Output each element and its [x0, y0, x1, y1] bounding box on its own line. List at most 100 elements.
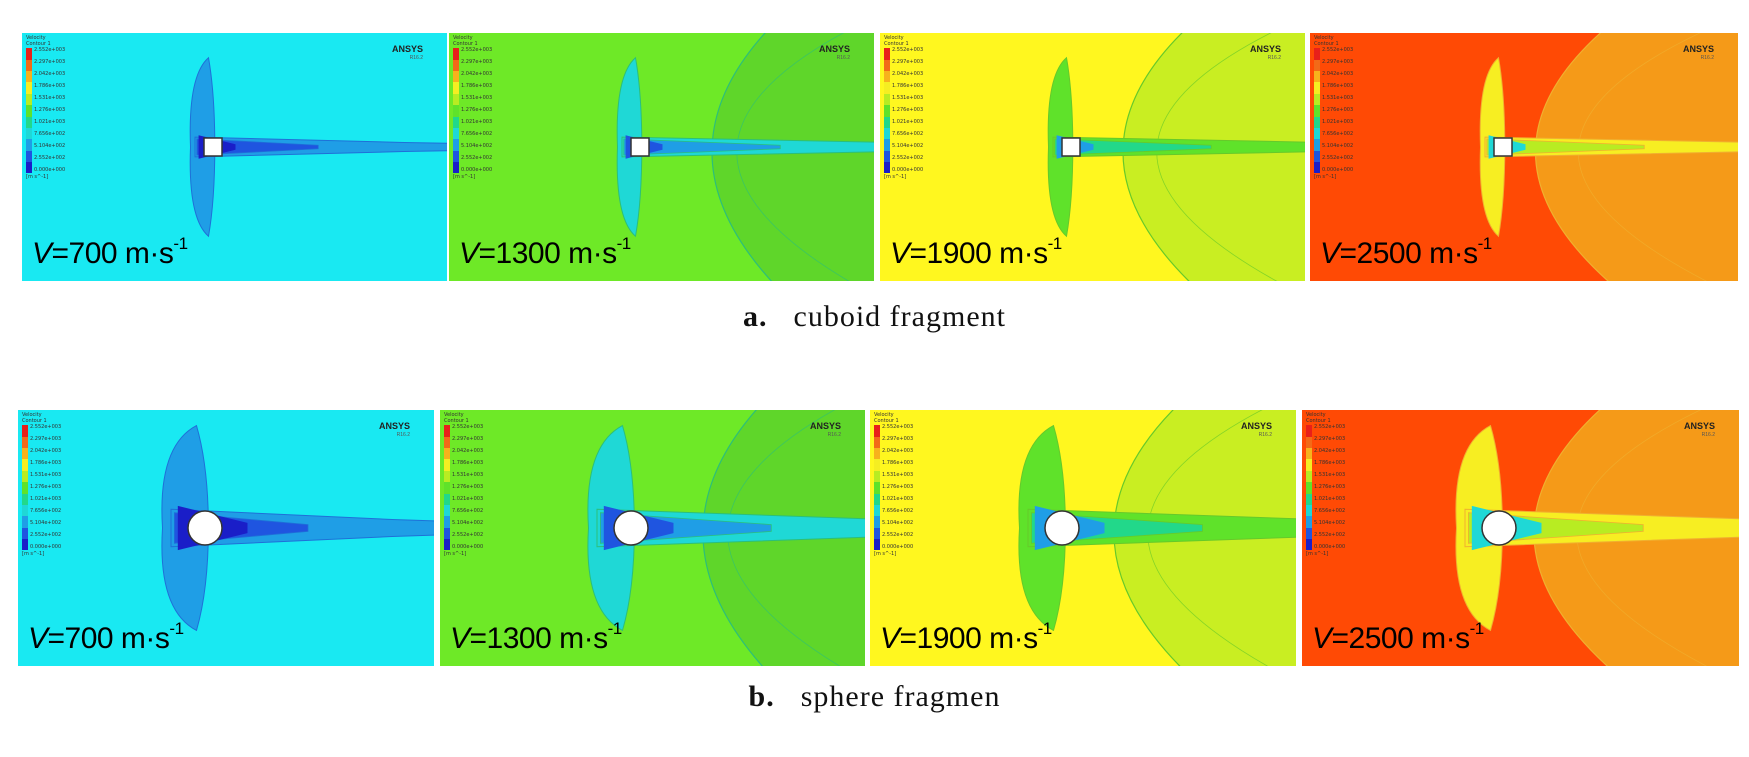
legend-tick: 2.552e+003: [892, 47, 924, 54]
legend-swatch: [26, 93, 32, 106]
legend-swatch: [22, 436, 28, 448]
legend-tick: 1.021e+003: [34, 118, 66, 125]
legend-tick: 2.297e+003: [461, 59, 493, 66]
legend-swatch: [1306, 436, 1312, 448]
legend-swatch: [22, 447, 28, 460]
legend-tick: 2.297e+003: [882, 436, 914, 443]
legend-tick: 1.021e+003: [461, 118, 493, 125]
legend-swatch: [874, 516, 880, 528]
legend-tick: 2.552e+002: [34, 154, 66, 161]
legend-swatch: [444, 527, 450, 540]
legend-swatch: [22, 425, 28, 437]
bow-shock-contour: [1122, 33, 1305, 281]
legend-subtitle: Contour 1: [444, 417, 469, 424]
legend-swatch: [444, 425, 450, 437]
legend-title: Velocity: [453, 35, 473, 41]
legend-tick: 7.656e+002: [461, 130, 493, 137]
legend-tick: 5.104e+002: [34, 142, 66, 149]
velocity-field: [1018, 410, 1296, 666]
legend-tick: 2.042e+003: [882, 448, 914, 455]
legend-tick: 5.104e+002: [30, 519, 62, 526]
bow-shock-contour: [711, 33, 874, 281]
legend-swatch: [1306, 447, 1312, 460]
legend-swatch: [1306, 504, 1312, 517]
legend-swatch: [26, 139, 32, 151]
legend-swatch: [1306, 539, 1312, 551]
legend-tick: 0.000e+000: [34, 166, 66, 173]
velocity-label: V=1900 m·s-1: [890, 234, 1062, 270]
legend-swatch: [444, 493, 450, 505]
legend-tick: 0.000e+000: [30, 543, 62, 550]
wake-core-contour: [1054, 138, 1212, 156]
legend-subtitle: Contour 1: [874, 417, 899, 424]
legend-tick: 1.276e+003: [1322, 106, 1354, 113]
legend-swatch: [874, 539, 880, 551]
legend-swatch: [1314, 162, 1320, 174]
velocity-field: [189, 56, 447, 238]
legend-swatch: [22, 482, 28, 494]
legend-swatch: [22, 527, 28, 540]
legend-swatch: [444, 447, 450, 460]
legend-tick: 1.531e+003: [882, 471, 914, 478]
legend-swatch: [444, 436, 450, 448]
legend-swatch: [26, 162, 32, 174]
legend-tick: 1.021e+003: [1314, 495, 1346, 502]
legend-swatch: [453, 59, 459, 71]
legend-tick: 1.276e+003: [1314, 483, 1346, 490]
legend-unit: [m s^-1]: [26, 174, 49, 181]
legend-tick: 2.552e+002: [1314, 531, 1346, 538]
legend-tick: 5.104e+002: [892, 142, 924, 149]
legend-swatch: [1314, 82, 1320, 94]
legend-tick: 0.000e+000: [461, 166, 493, 173]
legend-tick: 1.021e+003: [892, 118, 924, 125]
legend-swatch: [444, 504, 450, 517]
legend-title: Velocity: [1306, 412, 1326, 418]
legend-tick: 1.786e+003: [882, 460, 914, 466]
legend-swatch: [22, 516, 28, 528]
legend-unit: [m s^-1]: [874, 551, 897, 558]
legend-tick: 2.552e+002: [452, 531, 484, 538]
legend-tick: 1.531e+003: [34, 94, 66, 101]
velocity-label: V=2500 m·s-1: [1320, 234, 1492, 270]
legend-tick: 2.552e+002: [892, 154, 924, 161]
caption-text: cuboid fragment: [793, 300, 1006, 333]
legend-tick: 1.021e+003: [30, 495, 62, 502]
legend-subtitle: Contour 1: [884, 40, 909, 47]
legend-title: Velocity: [884, 35, 904, 41]
legend-swatch: [1314, 127, 1320, 140]
velocity-field: [1479, 33, 1738, 281]
legend-tick: 2.042e+003: [1314, 448, 1346, 455]
legend-tick: 1.276e+003: [882, 483, 914, 490]
legend-swatch: [1314, 70, 1320, 83]
legend-title: Velocity: [26, 35, 46, 41]
caption-letter: a.: [743, 300, 768, 333]
legend-tick: 1.531e+003: [30, 471, 62, 478]
legend-swatch: [26, 48, 32, 60]
velocity-field: [587, 410, 865, 666]
legend-tick: 7.656e+002: [892, 130, 924, 137]
legend-tick: 2.297e+003: [892, 59, 924, 66]
legend-swatch: [884, 150, 890, 163]
legend-tick: 5.104e+002: [452, 519, 484, 526]
legend-tick: 5.104e+002: [882, 519, 914, 526]
legend-swatch: [884, 127, 890, 140]
velocity-label: V=1300 m·s-1: [459, 234, 631, 270]
wake-core-contour: [623, 138, 781, 156]
cuboid-fragment-body: [630, 137, 650, 157]
legend-tick: 2.552e+003: [882, 424, 914, 431]
legend-subtitle: Contour 1: [1306, 417, 1331, 424]
legend-swatch: [444, 539, 450, 551]
legend-swatch: [1314, 93, 1320, 106]
legend-swatch: [453, 150, 459, 163]
legend-swatch: [453, 48, 459, 60]
legend-swatch: [26, 116, 32, 128]
legend-swatch: [22, 493, 28, 505]
legend-tick: 2.552e+002: [30, 531, 62, 538]
